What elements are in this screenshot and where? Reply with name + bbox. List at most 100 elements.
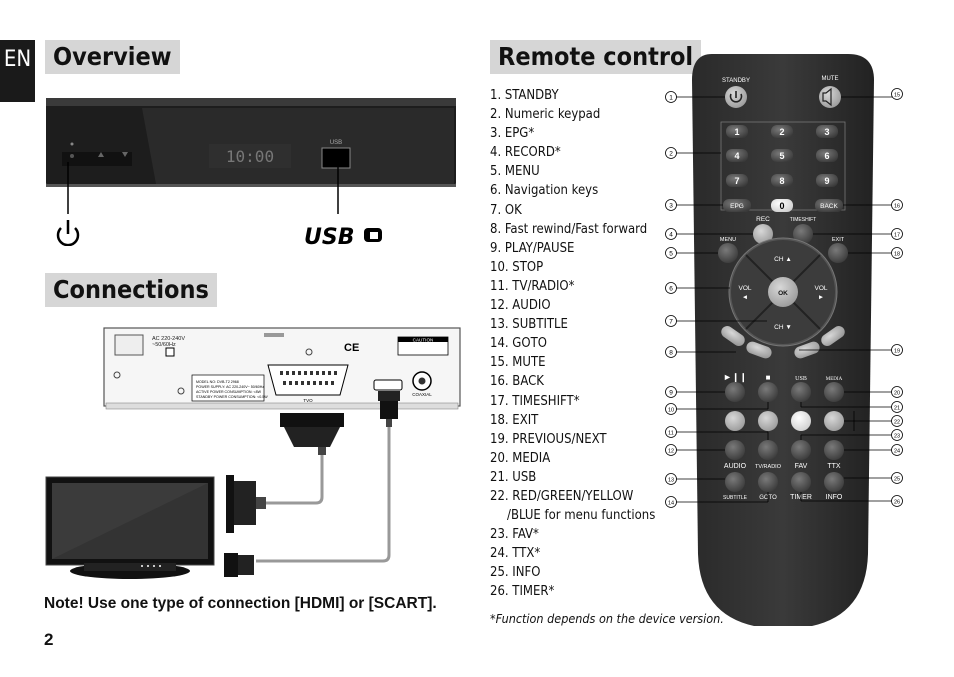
- fast-forward-button[interactable]: [819, 324, 847, 349]
- page-number: 2: [44, 630, 54, 649]
- fav-button[interactable]: [791, 440, 811, 460]
- svg-text:3: 3: [669, 203, 673, 210]
- audio-button[interactable]: [725, 440, 745, 460]
- back-button[interactable]: [815, 199, 843, 212]
- list-item: 25. INFO: [490, 565, 541, 581]
- play-pause-button[interactable]: [725, 382, 745, 402]
- key-8[interactable]: [771, 174, 793, 187]
- svg-text:7: 7: [669, 319, 673, 326]
- svg-text:BACK: BACK: [820, 203, 838, 210]
- svg-text:1: 1: [669, 95, 673, 102]
- key-9[interactable]: [816, 174, 838, 187]
- coaxial-label: COAXIAL: [412, 392, 432, 397]
- ok-button[interactable]: [768, 277, 798, 307]
- menu-button[interactable]: [718, 243, 738, 263]
- svg-text:7: 7: [734, 176, 739, 186]
- svg-text:21: 21: [894, 406, 900, 412]
- previous-button[interactable]: [745, 340, 774, 360]
- svg-text:12: 12: [668, 449, 674, 455]
- exit-button[interactable]: [828, 243, 848, 263]
- key-5[interactable]: [771, 149, 793, 162]
- ttx-button[interactable]: [824, 440, 844, 460]
- fast-rewind-button[interactable]: [719, 324, 747, 349]
- usb-logo: USB: [304, 225, 382, 246]
- mute-button[interactable]: [819, 86, 841, 108]
- tv-radio-button[interactable]: [758, 440, 778, 460]
- svg-text:6: 6: [824, 151, 829, 161]
- usb-button[interactable]: [791, 382, 811, 402]
- connection-diagram: AC 220-240V~50/60Hz CE CAUTION MODEL NO:…: [45, 327, 461, 579]
- key-3[interactable]: [816, 125, 838, 138]
- svg-text:2: 2: [779, 127, 784, 137]
- svg-text:15: 15: [894, 93, 900, 99]
- svg-text:OK: OK: [778, 290, 788, 297]
- key-1[interactable]: [726, 125, 748, 138]
- list-item: 6. Navigation keys: [490, 183, 599, 199]
- power-input-label: AC 220-240V~50/60Hz: [152, 336, 185, 348]
- svg-text:CH ▲: CH ▲: [774, 256, 792, 263]
- stop-button[interactable]: [758, 382, 778, 402]
- model-line-2: POWER SUPPLY: AC 220-240V~ 50/60Hz: [196, 385, 264, 389]
- svg-text:11: 11: [668, 431, 674, 437]
- model-line-3: ACTIVE POWER CONSUMPTION: <8W: [196, 390, 262, 394]
- svg-text:VOL: VOL: [814, 285, 827, 292]
- list-item: 12. AUDIO: [490, 298, 551, 314]
- svg-text:13: 13: [668, 478, 674, 484]
- svg-text:19: 19: [894, 349, 900, 355]
- key-2[interactable]: [771, 125, 793, 138]
- list-item: 9. PLAY/PAUSE: [490, 240, 575, 256]
- svg-text:26: 26: [894, 500, 900, 506]
- svg-text:18: 18: [894, 252, 900, 258]
- key-7[interactable]: [726, 174, 748, 187]
- svg-text:1: 1: [734, 127, 739, 137]
- svg-text:CH ▼: CH ▼: [774, 324, 792, 331]
- svg-text:4: 4: [669, 232, 673, 239]
- list-item: 17. TIMESHIFT*: [490, 393, 580, 409]
- list-item: 16. BACK: [490, 374, 544, 390]
- svg-text:9: 9: [824, 176, 829, 186]
- media-button[interactable]: [824, 382, 844, 402]
- svg-text:10: 10: [668, 408, 674, 414]
- svg-text:TTX: TTX: [827, 463, 841, 470]
- goto-button[interactable]: [758, 472, 778, 492]
- yellow-button[interactable]: [791, 411, 811, 431]
- timeshift-button[interactable]: [793, 224, 813, 244]
- svg-text:5: 5: [669, 251, 673, 258]
- svg-text:MEDIA: MEDIA: [826, 377, 843, 382]
- svg-text:FAV: FAV: [795, 463, 808, 470]
- list-item: 1. STANDBY: [490, 88, 559, 103]
- timer-button[interactable]: [791, 472, 811, 492]
- key-4[interactable]: [726, 149, 748, 162]
- list-item: 5. MENU: [490, 164, 540, 180]
- svg-text:0: 0: [779, 201, 784, 211]
- svg-text:16: 16: [894, 204, 900, 210]
- svg-text:23: 23: [894, 434, 900, 440]
- remote-heading: Remote control: [490, 40, 702, 74]
- list-item: 18. EXIT: [490, 412, 539, 428]
- list-item: 20. MEDIA: [490, 450, 551, 466]
- svg-text:USB: USB: [304, 225, 354, 246]
- list-item: 22. RED/GREEN/YELLOW: [490, 488, 634, 504]
- svg-text:5: 5: [779, 151, 784, 161]
- subtitle-button[interactable]: [725, 472, 745, 492]
- list-item: 7. OK: [490, 202, 522, 218]
- list-item: 8. Fast rewind/Fast forward: [490, 221, 648, 237]
- set-top-box-front-illustration: 10:00 USB USB: [46, 98, 456, 246]
- svg-text:STANDBY: STANDBY: [722, 78, 750, 84]
- list-item: 2. Numeric keypad: [490, 107, 601, 123]
- epg-button[interactable]: [723, 199, 751, 212]
- svg-text:20: 20: [894, 391, 900, 397]
- green-button[interactable]: [758, 411, 778, 431]
- svg-text:8: 8: [779, 176, 784, 186]
- info-button[interactable]: [824, 472, 844, 492]
- key-0[interactable]: [771, 199, 793, 212]
- list-item: 3. EPG*: [490, 126, 535, 142]
- svg-text:◄: ◄: [742, 294, 748, 301]
- key-6[interactable]: [816, 149, 838, 162]
- red-button[interactable]: [725, 411, 745, 431]
- language-tab: EN: [0, 40, 35, 102]
- blue-button[interactable]: [824, 411, 844, 431]
- rec-button[interactable]: [753, 224, 773, 244]
- svg-text:CE: CE: [344, 342, 359, 354]
- svg-text:MENU: MENU: [720, 237, 736, 243]
